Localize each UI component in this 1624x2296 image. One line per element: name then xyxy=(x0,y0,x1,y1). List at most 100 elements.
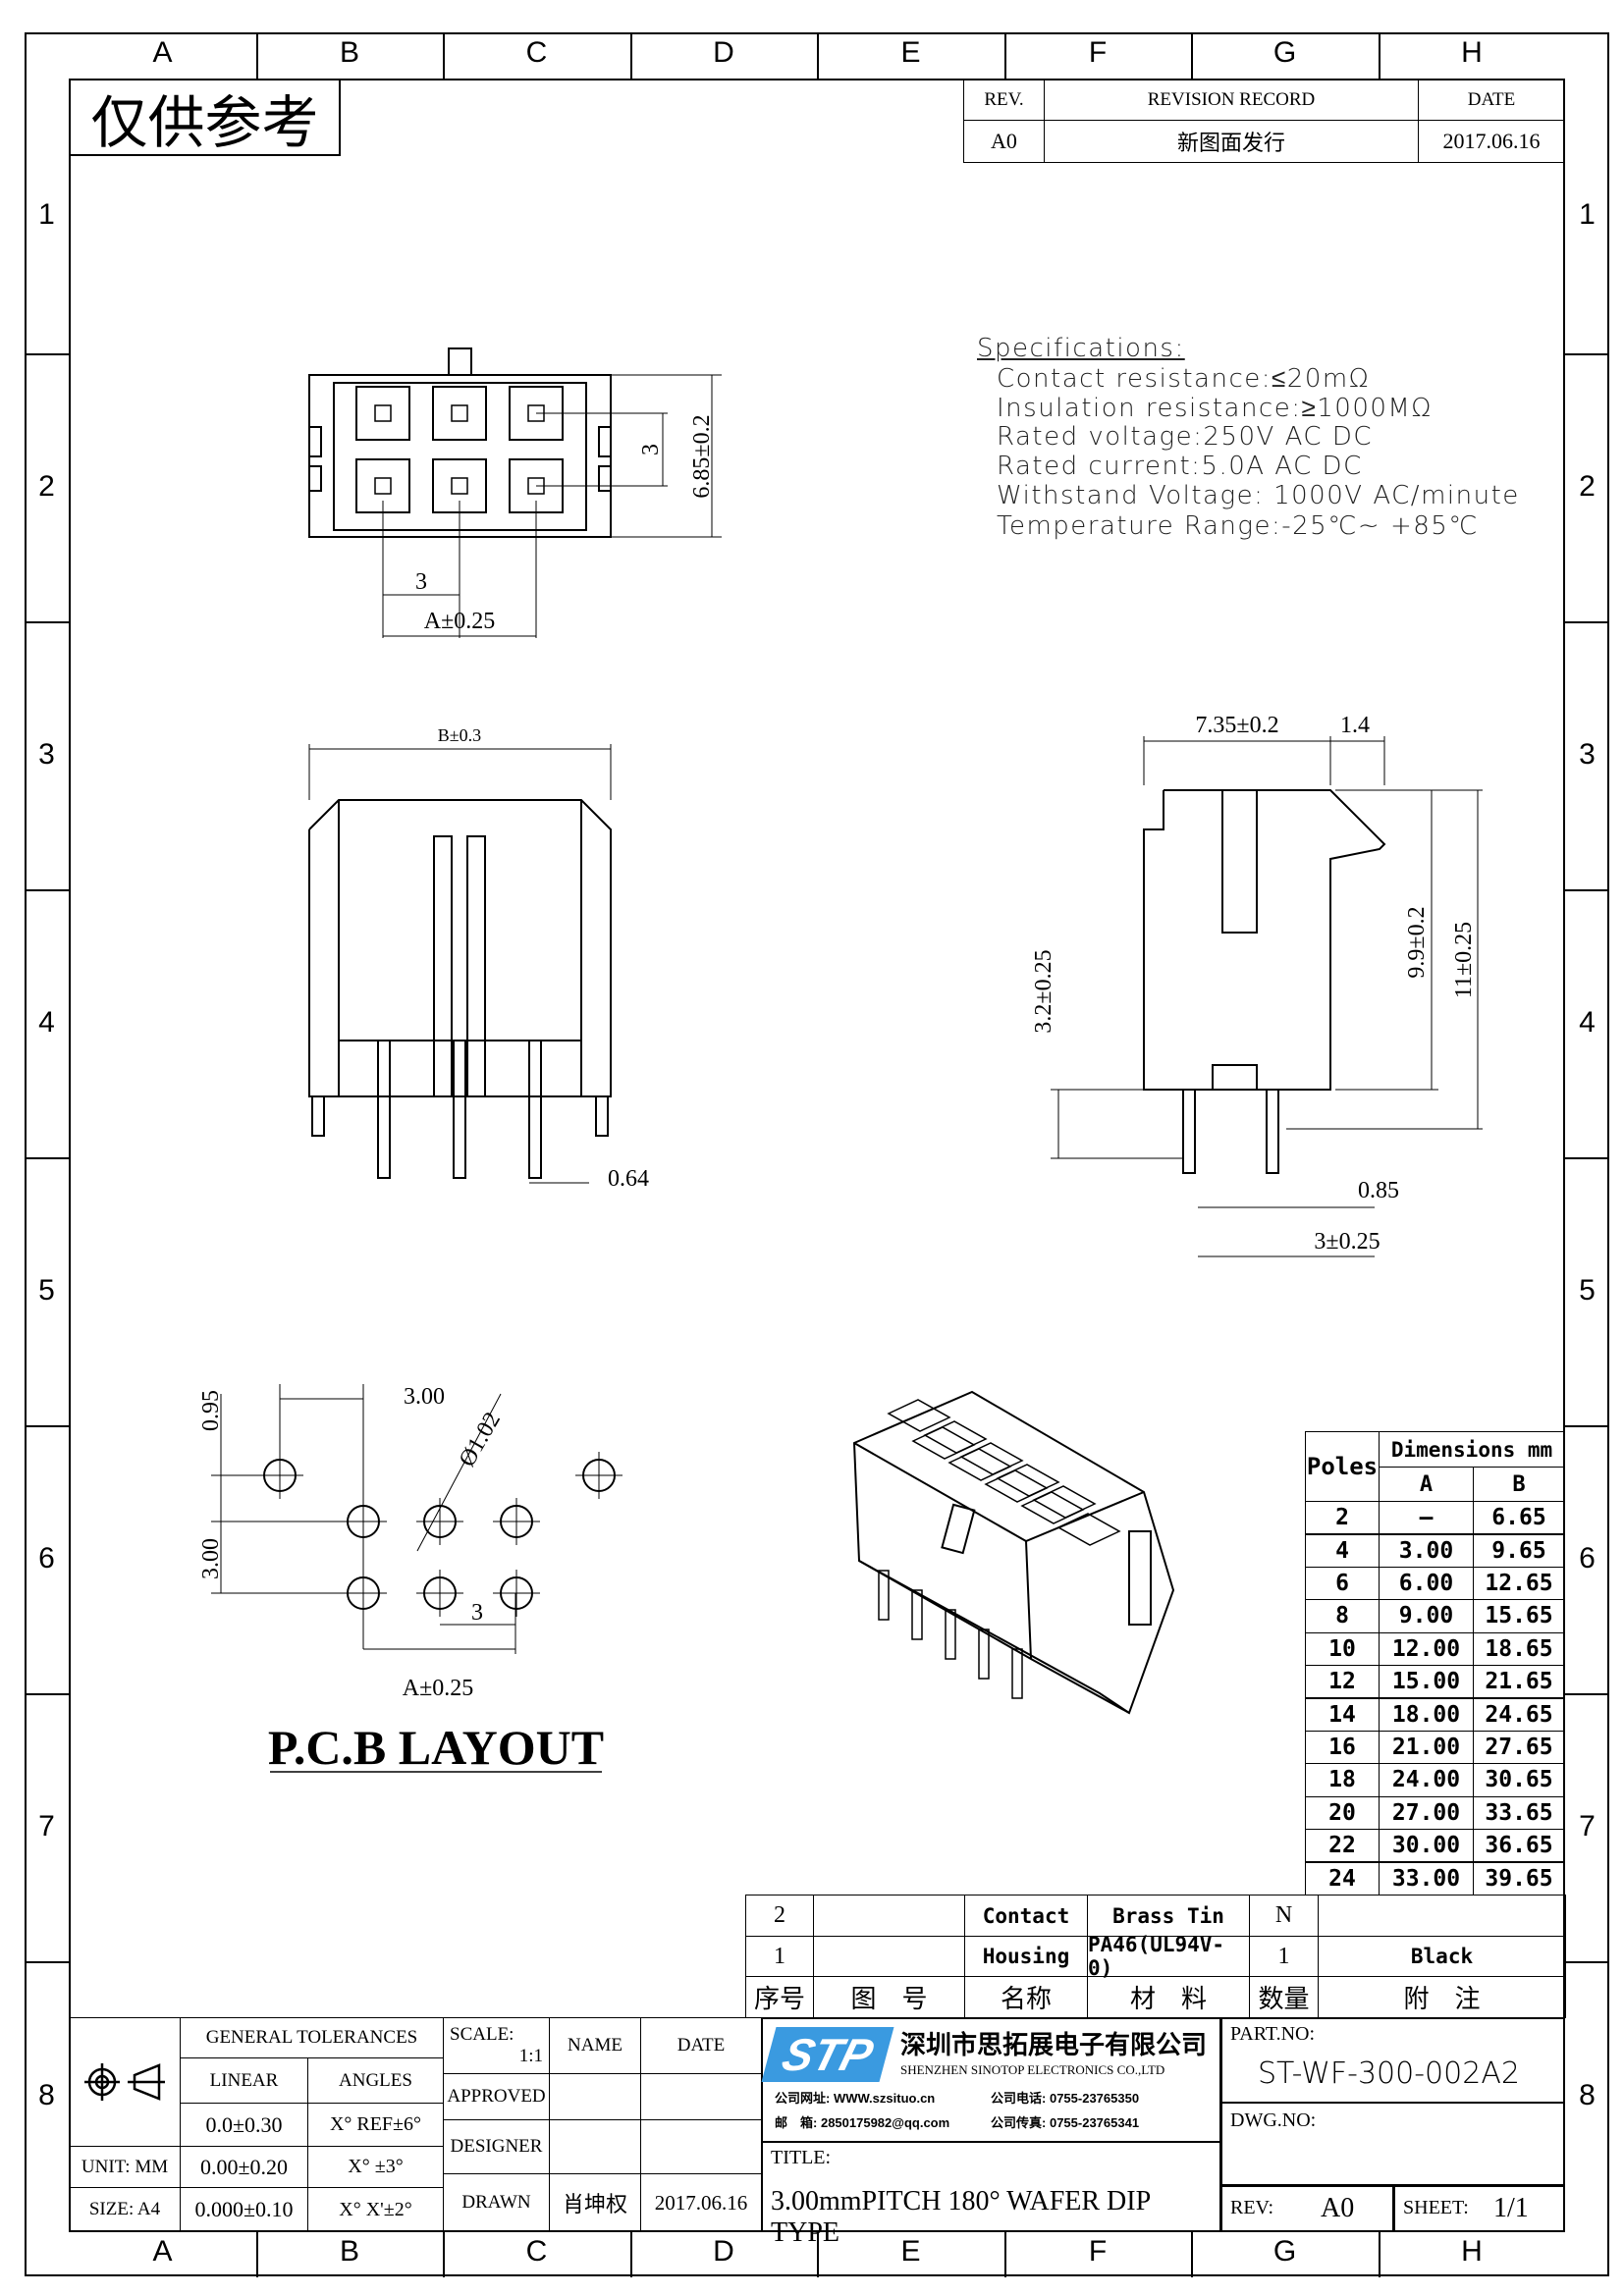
drawn-name: 肖坤权 xyxy=(549,2173,641,2232)
rev-label: REV: xyxy=(1230,2197,1274,2218)
designer-label: DESIGNER xyxy=(443,2119,550,2174)
pin-square xyxy=(374,477,392,495)
angles-label: ANGLES xyxy=(307,2057,444,2104)
dim-table-cell: 8 xyxy=(1305,1599,1380,1633)
title-label: TITLE: xyxy=(771,2147,832,2168)
zone-row-label: 7 xyxy=(38,1809,55,1842)
dim-front-b: B±0.3 xyxy=(438,725,481,745)
side-view: 7.35±0.2 1.4 9.9±0.2 11±0.25 3.2±0.25 0.… xyxy=(1031,713,1483,1257)
zone-divider xyxy=(443,2231,445,2277)
zone-column-label: A xyxy=(152,36,173,69)
dim-pcb-3: 3 xyxy=(471,1600,483,1626)
front-view: B±0.3 0.64 xyxy=(308,725,649,1192)
bom-cell: N xyxy=(1249,1895,1319,1937)
zone-divider xyxy=(1191,32,1193,79)
spec-line: Rated voltage:250V AC DC xyxy=(997,422,1373,452)
iso-pin xyxy=(878,1570,890,1621)
iso-cavity xyxy=(887,1399,951,1432)
zone-divider xyxy=(1565,889,1609,891)
dim-pcb-0-95: 0.95 xyxy=(198,1390,224,1431)
scale-cell: SCALE: 1:1 xyxy=(443,2017,550,2074)
email-label: 邮 箱: xyxy=(775,2115,818,2130)
zone-divider xyxy=(1565,621,1609,623)
spec-line: Rated current:5.0A AC DC xyxy=(997,452,1363,481)
dim-table-cell: 39.65 xyxy=(1473,1861,1565,1896)
dim-table-cell: 9.00 xyxy=(1379,1599,1474,1633)
zone-divider xyxy=(1379,32,1380,79)
approved-date xyxy=(640,2073,762,2120)
dim-table-cell: 2 xyxy=(1305,1501,1380,1535)
linear-tolerance: 0.00±0.20 xyxy=(180,2146,308,2188)
website[interactable]: WWW.szsituo.cn xyxy=(833,2091,936,2106)
bom-header: 名称 xyxy=(964,1976,1088,2018)
dim-table-cell: 18.65 xyxy=(1473,1631,1565,1667)
drawn-date: 2017.06.16 xyxy=(640,2173,762,2232)
zone-divider xyxy=(443,32,445,79)
approved-label: APPROVED xyxy=(443,2073,550,2120)
dimensions-header: Dimensions mm xyxy=(1379,1431,1565,1468)
fax: 0755-23765341 xyxy=(1049,2115,1140,2130)
bom-header: 序号 xyxy=(745,1976,814,2018)
part-label: PART.NO: xyxy=(1230,2023,1316,2045)
dim-front-pin: 0.64 xyxy=(608,1166,649,1192)
iso-cavity xyxy=(984,1469,1049,1503)
zone-column-label: E xyxy=(900,2235,921,2268)
zone-row-label: 3 xyxy=(1579,737,1596,771)
sheet-value: 1/1 xyxy=(1493,2193,1529,2223)
spec-line: Withstand Voltage: 1000V AC/minute xyxy=(997,481,1520,510)
dim-table-cell: 3.00 xyxy=(1379,1533,1474,1568)
linear-tolerance: 0.0±0.30 xyxy=(180,2103,308,2147)
dim-table-cell: 6.65 xyxy=(1473,1501,1565,1535)
dim-side-1-4: 1.4 xyxy=(1340,713,1370,738)
top-view: 3 A±0.25 6.85±0.2 3 xyxy=(308,347,722,638)
zone-row-label: 4 xyxy=(1579,1005,1596,1039)
part-number: ST-WF-300-002A2 xyxy=(1258,2056,1520,2091)
dim-table-cell: 33.00 xyxy=(1379,1861,1474,1896)
website-label: 公司网址: xyxy=(775,2091,831,2106)
dim-table-cell: 12.65 xyxy=(1473,1566,1565,1601)
zone-row-label: 8 xyxy=(38,2078,55,2111)
zone-divider xyxy=(1565,353,1609,355)
bom-cell: Contact xyxy=(964,1895,1088,1937)
iso-cavity xyxy=(923,1420,988,1454)
zone-divider xyxy=(1565,1693,1609,1695)
pin-square xyxy=(374,404,392,422)
dim-table-cell: 14 xyxy=(1305,1697,1380,1732)
approved-name xyxy=(549,2073,641,2120)
spec-line: Temperature Range:-25℃~ +85℃ xyxy=(997,511,1480,541)
dim-table-cell: 24.65 xyxy=(1473,1697,1565,1732)
zone-column-label: F xyxy=(1088,2235,1108,2268)
email[interactable]: 2850175982@qq.com xyxy=(820,2115,950,2130)
pin-square xyxy=(451,477,468,495)
iso-cavity xyxy=(911,1426,976,1460)
zone-divider xyxy=(1565,1425,1609,1427)
zone-row-label: 3 xyxy=(38,737,55,771)
iso-pin xyxy=(945,1609,956,1660)
date-value: 2017.06.16 xyxy=(1418,120,1565,163)
dim-table-cell: 24.00 xyxy=(1379,1763,1474,1797)
dim-side-9-9: 9.9±0.2 xyxy=(1404,906,1430,978)
zone-divider xyxy=(25,1961,69,1963)
dim-table-cell: 12.00 xyxy=(1379,1631,1474,1667)
zone-divider xyxy=(1004,32,1006,79)
zone-divider xyxy=(25,621,69,623)
angle-tolerance: X° REF±6° xyxy=(307,2103,444,2147)
dim-table-cell: 12 xyxy=(1305,1665,1380,1699)
zone-divider xyxy=(25,889,69,891)
dim-table-cell: 6.00 xyxy=(1379,1566,1474,1601)
pcb-layout: 3.00 0.95 3.00 Ø1.02 3 A±0.25 P.C.B LAYO… xyxy=(198,1384,623,1775)
zone-column-label: G xyxy=(1272,2235,1297,2268)
dim-table-cell: 15.65 xyxy=(1473,1599,1565,1633)
bom-header: 材 料 xyxy=(1087,1976,1250,2018)
linear-tolerance: 0.000±0.10 xyxy=(180,2187,308,2232)
iso-cavity xyxy=(947,1448,1012,1481)
zone-row-label: 6 xyxy=(1579,1541,1596,1575)
company-logo: STP xyxy=(761,2027,894,2082)
zone-divider xyxy=(1191,2231,1193,2277)
dim-table-cell: 22 xyxy=(1305,1829,1380,1863)
company-name-en: SHENZHEN SINOTOP ELECTRONICS CO.,LTD xyxy=(900,2062,1165,2077)
iso-cavity xyxy=(996,1464,1060,1497)
dim-table-cell: 24 xyxy=(1305,1861,1380,1896)
bom-header: 数量 xyxy=(1249,1976,1319,2018)
zone-column-label: B xyxy=(339,36,359,69)
